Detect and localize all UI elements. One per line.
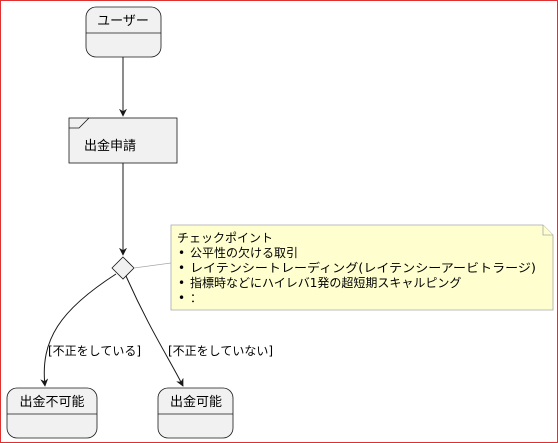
- note-item: 公平性の欠ける取引: [190, 245, 298, 260]
- note-item: 指標時などにハイレバ1発の超短期スキャルピング: [190, 275, 461, 290]
- note-item: ：: [190, 291, 202, 305]
- guard-left: [不正をしている]: [48, 344, 141, 358]
- note-bullet: •: [178, 261, 185, 275]
- note-bullet: •: [178, 246, 185, 260]
- note-bullet: •: [178, 291, 185, 305]
- edge-decision-to-approved: [125, 275, 184, 387]
- note-title: チェックポイント: [177, 231, 273, 245]
- state-approved-label: 出金可能: [170, 394, 222, 410]
- note-item-list: • 公平性の欠ける取引 • レイテンシートレーディング(レイテンシーアービトラー…: [178, 245, 536, 305]
- action-withdrawal-request: 出金申請: [68, 117, 178, 164]
- state-withdrawal-approved: 出金可能: [157, 387, 234, 439]
- note-connector: [133, 262, 172, 269]
- state-user: ユーザー: [85, 6, 162, 58]
- decision-diamond: [111, 256, 135, 280]
- note-item: レイテンシートレーディング(レイテンシーアービトラージ): [190, 260, 536, 275]
- checkpoint-note: チェックポイント • 公平性の欠ける取引 • レイテンシートレーディング(レイテ…: [170, 224, 554, 311]
- state-withdrawal-denied: 出金不可能: [6, 387, 98, 439]
- state-denied-label: 出金不可能: [19, 394, 84, 410]
- edge-decision-to-denied: [40, 273, 117, 387]
- guard-right: [不正をしていない]: [168, 344, 273, 358]
- state-user-label: ユーザー: [97, 14, 149, 29]
- note-bullet: •: [178, 276, 185, 290]
- action-label: 出金申請: [84, 138, 136, 154]
